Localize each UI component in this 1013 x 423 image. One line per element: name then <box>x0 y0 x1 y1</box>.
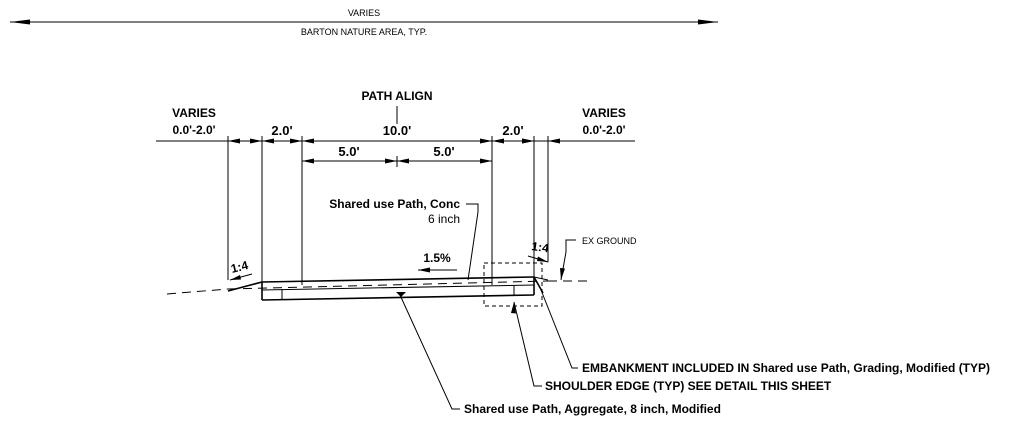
half-width-dimensions: 5.0' 5.0' <box>302 144 492 167</box>
embankment-label: EMBANKMENT INCLUDED IN Shared use Path, … <box>582 361 990 375</box>
left-varies-label: VARIES <box>172 106 216 120</box>
path-width-dim: 10.0' <box>383 123 411 138</box>
shoulder-edge-callout: SHOULDER EDGE (TYP) SEE DETAIL THIS SHEE… <box>511 301 832 393</box>
left-varies-value: 0.0'-2.0' <box>172 123 215 137</box>
left-shoulder-dim: 2.0' <box>271 123 292 138</box>
embankment-callout: EMBANKMENT INCLUDED IN Shared use Path, … <box>540 289 990 375</box>
cross-slope-label: 1.5% <box>423 251 451 265</box>
right-varies-dimension: VARIES 0.0'-2.0' <box>522 106 635 144</box>
extension-lines <box>227 136 549 285</box>
half-left-dim: 5.0' <box>338 144 359 159</box>
left-slope-label: 1:4 <box>229 258 250 276</box>
overall-varies-label: VARIES <box>348 8 380 18</box>
aggregate-callout: Shared use Path, Aggregate, 8 inch, Modi… <box>396 292 721 416</box>
right-slope-label: 1:4 <box>531 239 550 255</box>
conc-callout-line1: Shared use Path, Conc <box>329 197 460 211</box>
barton-area-label: BARTON NATURE AREA, TYP. <box>301 27 427 37</box>
right-varies-value: 0.0'-2.0' <box>582 123 625 137</box>
overall-dimension: VARIES BARTON NATURE AREA, TYP. <box>10 8 718 37</box>
existing-ground <box>166 280 592 295</box>
path-align-label: PATH ALIGN <box>361 89 432 103</box>
half-right-dim: 5.0' <box>433 144 454 159</box>
path-section <box>227 262 549 307</box>
ex-ground-callout: EX GROUND <box>560 236 637 281</box>
path-align-marker: PATH ALIGN <box>361 89 433 124</box>
right-shoulder-dim: 2.0' <box>502 123 523 138</box>
width-dimensions: 2.0' 10.0' 2.0' <box>262 123 534 144</box>
slope-labels: 1:4 1:4 1.5% <box>229 239 550 281</box>
conc-callout-line2: 6 inch <box>428 212 460 226</box>
right-varies-label: VARIES <box>582 106 626 120</box>
left-varies-dimension: VARIES 0.0'-2.0' <box>156 106 262 144</box>
ex-ground-label: EX GROUND <box>582 236 637 246</box>
conc-callout: Shared use Path, Conc 6 inch <box>329 197 479 281</box>
shoulder-edge-label: SHOULDER EDGE (TYP) SEE DETAIL THIS SHEE… <box>545 379 832 393</box>
aggregate-label: Shared use Path, Aggregate, 8 inch, Modi… <box>464 402 721 416</box>
